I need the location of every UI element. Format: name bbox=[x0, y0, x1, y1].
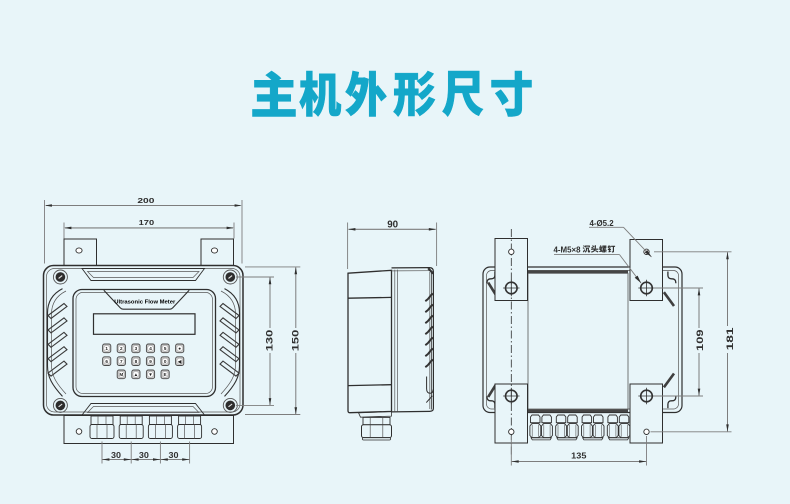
svg-text:2: 2 bbox=[120, 346, 123, 351]
svg-text:5: 5 bbox=[164, 346, 167, 351]
svg-text:4-M5×8: 4-M5×8 bbox=[554, 246, 582, 255]
svg-text:181: 181 bbox=[725, 326, 736, 350]
svg-text:M: M bbox=[119, 372, 123, 377]
svg-text:1: 1 bbox=[105, 346, 108, 351]
svg-text:170: 170 bbox=[139, 218, 155, 227]
svg-text:3: 3 bbox=[135, 346, 138, 351]
svg-text:9: 9 bbox=[149, 359, 152, 364]
svg-text:▲: ▲ bbox=[134, 372, 139, 377]
svg-text:30: 30 bbox=[139, 451, 150, 460]
svg-text:200: 200 bbox=[137, 196, 154, 205]
svg-text:109: 109 bbox=[695, 329, 706, 351]
svg-text:0: 0 bbox=[164, 359, 167, 364]
svg-text:30: 30 bbox=[111, 451, 122, 460]
svg-text:7: 7 bbox=[120, 359, 123, 364]
svg-text:150: 150 bbox=[291, 330, 302, 352]
svg-text:▼: ▼ bbox=[148, 372, 153, 377]
svg-text:4-Ø5.2: 4-Ø5.2 bbox=[590, 219, 615, 228]
svg-text:◀: ◀ bbox=[177, 359, 182, 364]
svg-text:135: 135 bbox=[571, 450, 587, 460]
svg-text:E: E bbox=[164, 372, 167, 377]
svg-text:4: 4 bbox=[149, 346, 152, 351]
svg-text:●: ● bbox=[178, 346, 181, 351]
svg-text:Ultrasonic Flow Meter: Ultrasonic Flow Meter bbox=[114, 299, 176, 305]
svg-text:8: 8 bbox=[135, 359, 138, 364]
svg-text:6: 6 bbox=[105, 359, 108, 364]
svg-text:90: 90 bbox=[387, 220, 398, 231]
svg-text:30: 30 bbox=[169, 451, 180, 460]
svg-text:130: 130 bbox=[265, 330, 276, 352]
